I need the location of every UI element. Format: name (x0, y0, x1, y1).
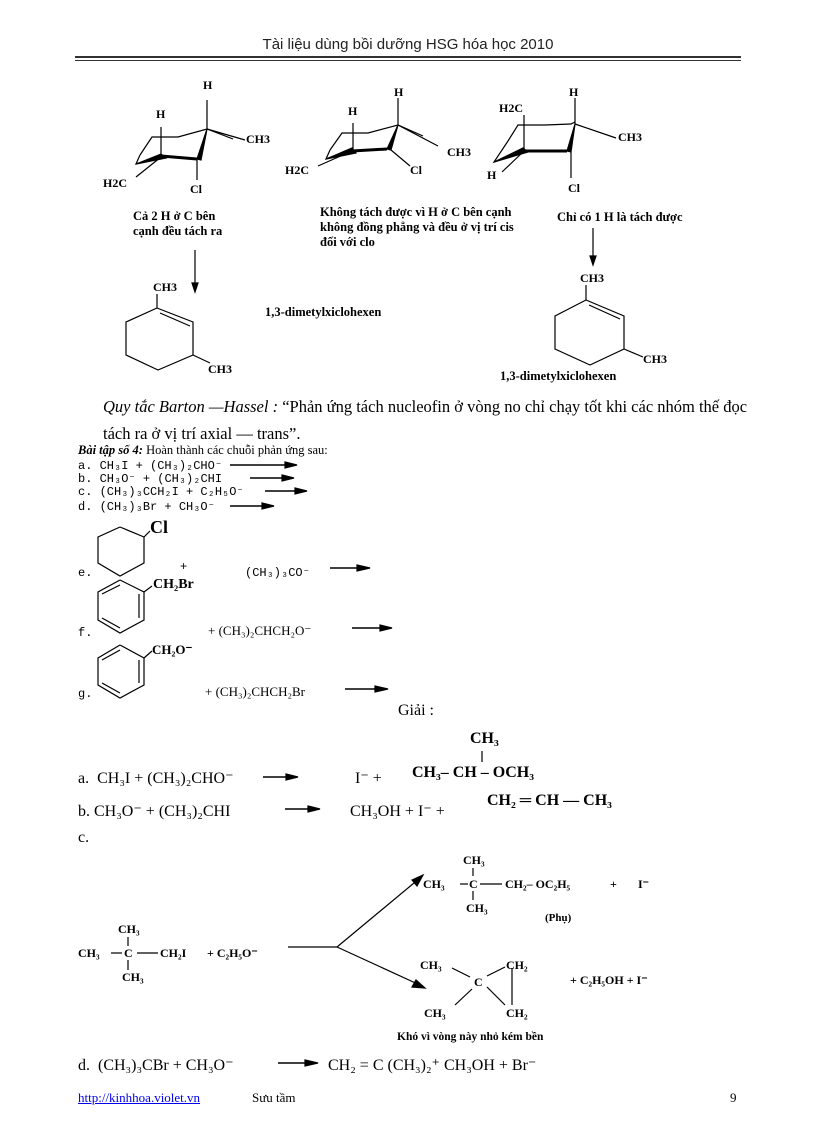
reagent: + C₂H₅O⁻ (207, 946, 258, 960)
product-name: 1,3-dimetylxiclohexen (500, 369, 617, 383)
reagent: + (CH₃)₂CHCH₂O⁻ (208, 623, 312, 638)
atom-label: CH₂ (506, 958, 528, 972)
atom-label: H (394, 85, 404, 99)
atom-label: Cl (568, 181, 580, 195)
atom-label: H (569, 85, 579, 99)
atom-label: CH₃ (470, 730, 499, 747)
solution-d-products: CH₂ = C (CH₃)₂⁺ CH₃OH + Br⁻ (328, 1057, 537, 1074)
exercise-item: a. CH₃I + (CH₃)₂CHO⁻ (78, 459, 223, 473)
header-rule (75, 56, 741, 58)
exercise-heading: Bài tập số 4: Hoàn thành các chuỗi phản … (78, 443, 328, 458)
exercise-item-label: e. (78, 566, 93, 580)
atom-label: CH3 (246, 132, 270, 146)
atom-label: Cl (410, 163, 422, 177)
atom-label: C (469, 877, 478, 891)
atom-label: H2C (103, 176, 127, 190)
atom-label: CH₃ (420, 958, 442, 972)
atom-label: CH₂ (506, 1006, 528, 1020)
solution-b-product: CH₃OH + I⁻ + (350, 803, 445, 820)
atom-label: CH₃ (424, 1006, 446, 1020)
atom-label: CH₃ (122, 970, 144, 984)
plus-sign: + (610, 877, 617, 891)
atom-label: CH3 (153, 280, 177, 294)
atom-label: CH3 (580, 271, 604, 285)
atom-label: CH₃ (463, 853, 485, 867)
conformer-note: Không tách được vì H ở C bên cạnh không … (320, 205, 514, 249)
iodide-ion: I⁻ (638, 877, 650, 891)
atom-label: CH3 (618, 130, 642, 144)
exercise-item: b. CH₃O⁻ + (CH₃)₂CHI (78, 472, 223, 486)
conformer-note: Cả 2 H ở C bên cạnh đều tách ra (133, 209, 223, 238)
solution-title: Giải : (398, 702, 434, 719)
atom-label: H (203, 78, 213, 92)
barton-hassel-rule: Quy tắc Barton —Hassel : “Phản ứng tách … (103, 393, 763, 447)
reagent: + (CH₃)₂CHCH₂Br (205, 684, 306, 699)
exercise-title: Bài tập số 4: (78, 443, 143, 457)
ring-product-rest: + C₂H₅OH + I⁻ (570, 973, 648, 987)
exercise-item-label: g. (78, 687, 93, 701)
footer-source: Sưu tầm (252, 1090, 296, 1105)
substituent-label: CH₂O⁻ (152, 642, 193, 657)
substituent-label: CH₂Br (153, 577, 194, 592)
atom-label: CH₃ (466, 901, 488, 915)
atom-label: H (348, 104, 358, 118)
product-name: 1,3-dimetylxiclohexen (265, 305, 382, 319)
reagent: (CH₃)₃CO⁻ (245, 566, 310, 580)
ring-product-note: Khó vì vòng này nhỏ kém bền (397, 1031, 544, 1043)
atom-label: CH3 (447, 145, 471, 159)
exercise-item-label: f. (78, 626, 93, 640)
atom-label: CH₂– OC₂H₅ (505, 877, 571, 891)
solution-a: a. CH₃I + (CH₃)₂CHO⁻ (78, 770, 234, 787)
atom-label: CH3 (643, 352, 667, 366)
atom-label: CH3 (208, 362, 232, 376)
atom-label: H (156, 107, 166, 121)
page-number: 9 (730, 1090, 737, 1105)
solution-b: b. CH₃O⁻ + (CH₃)₂CHI (78, 803, 231, 820)
atom-label: H (487, 168, 497, 182)
exercise-item: d. (CH₃)₃Br + CH₃O⁻ (78, 500, 215, 514)
atom-label: CH₂I (160, 946, 187, 960)
atom-label: H2C (499, 101, 523, 115)
solution-c-label: c. (78, 829, 90, 846)
exercise-instruction: Hoàn thành các chuỗi phản ứng sau: (146, 443, 328, 457)
atom-label: CH₃ (118, 922, 140, 936)
rule-name: Quy tắc Barton —Hassel : (103, 397, 279, 416)
atom-label: C (124, 946, 133, 960)
conformer-note: Chỉ có 1 H là tách được (557, 210, 683, 224)
page-header-title: Tài liệu dùng bồi dưỡng HSG hóa học 2010 (262, 36, 554, 53)
header-rule (75, 60, 741, 61)
alkene-product: CH₂ ═ CH — CH₃ (487, 792, 612, 809)
exercise-item: c. (CH₃)₃CCH₂I + C₂H₅O⁻ (78, 485, 244, 499)
atom-label: Cl (190, 182, 202, 196)
ether-product: CH₃– CH – OCH₃ (412, 764, 535, 781)
solution-a-product: I⁻ + (355, 770, 382, 787)
minor-product-tag: (Phụ) (545, 912, 572, 924)
atom-label: C (474, 975, 483, 989)
atom-label: CH₃ (78, 946, 100, 960)
atom-label: CH₃ (423, 877, 445, 891)
solution-d: d. (CH₃)₃CBr + CH₃O⁻ (78, 1057, 234, 1074)
atom-label: H2C (285, 163, 309, 177)
source-link[interactable]: http://kinhhoa.violet.vn (78, 1090, 201, 1105)
substituent-label: Cl (150, 517, 168, 537)
rule-text: “Phản ứng tách nucleofin ở vòng no chỉ c… (103, 397, 748, 443)
plus-sign: + (180, 560, 188, 574)
